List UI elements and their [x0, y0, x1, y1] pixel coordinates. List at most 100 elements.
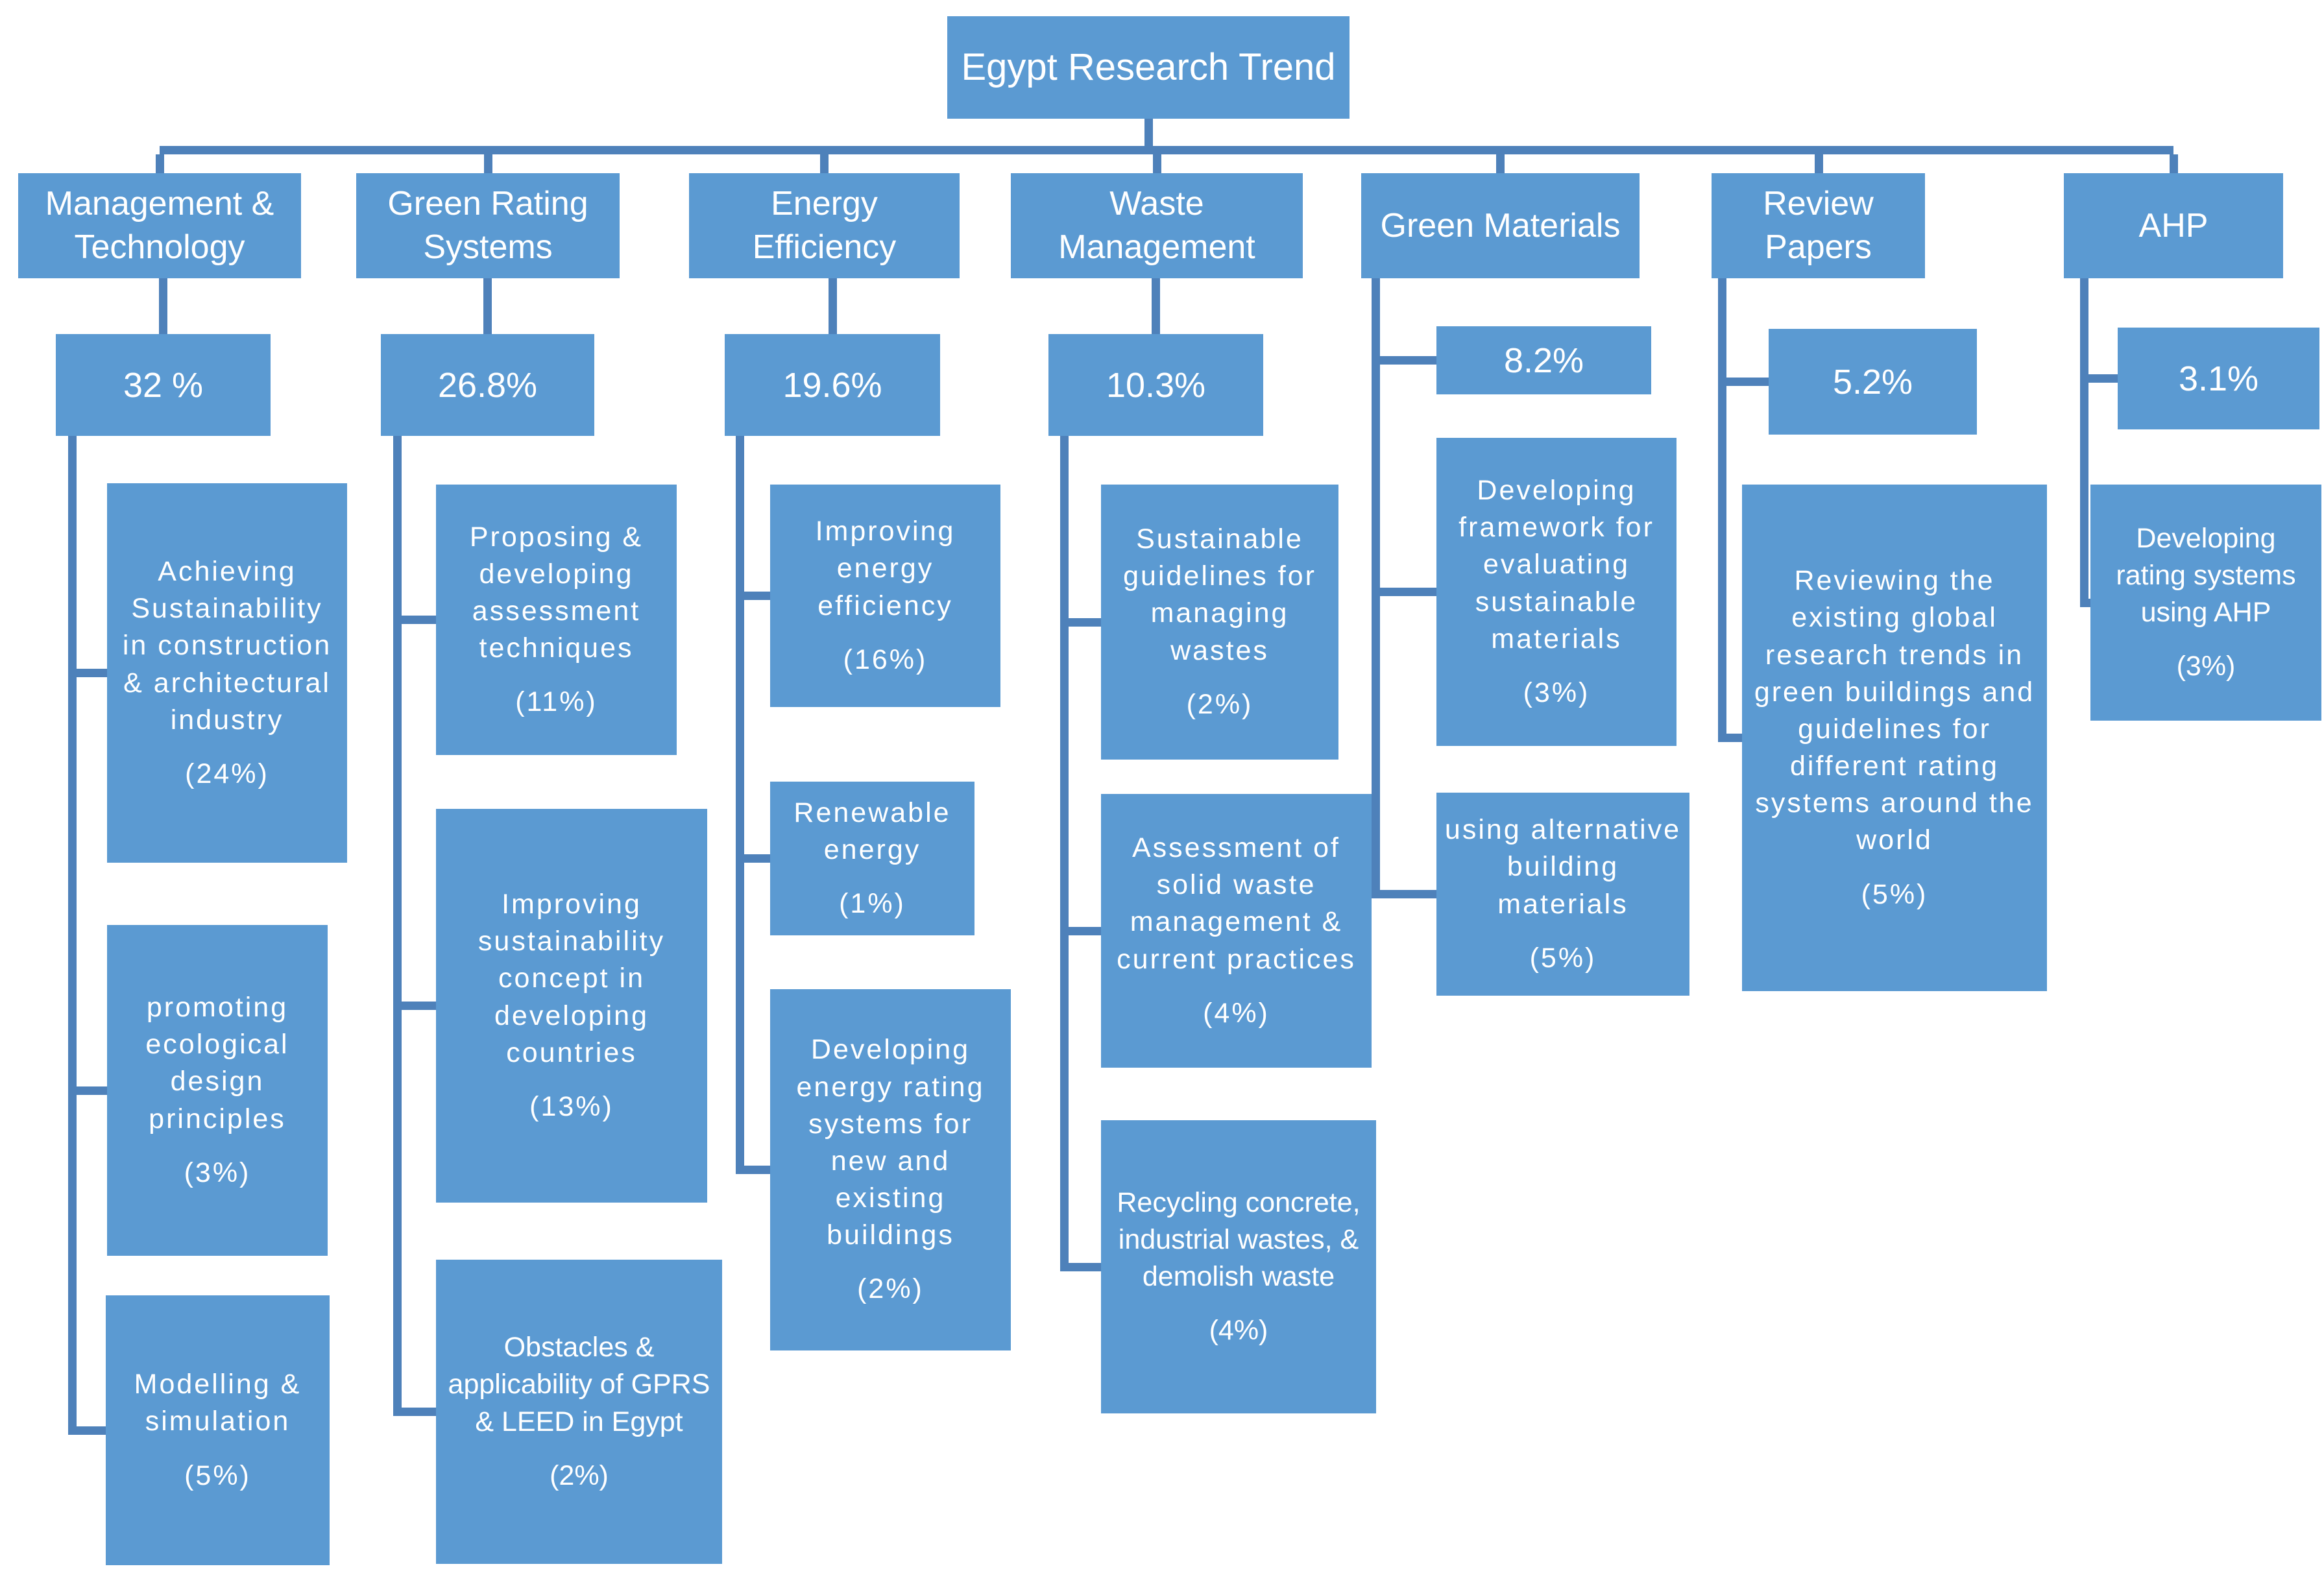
topic-text: Assessment of solid waste management & c… [1117, 832, 1356, 975]
topic-text: Obstacles & applicability of GPRS & LEED… [448, 1332, 710, 1437]
connector-title-stem [1144, 119, 1153, 146]
branch-share-energy-efficiency: 19.6% [725, 334, 940, 436]
branch-share-label: 5.2% [1832, 362, 1913, 402]
topic-achieving-sustainability: Achieving Sustainability in construction… [107, 483, 347, 863]
branch-share-label: 8.2% [1503, 341, 1584, 380]
connector-elbow [736, 854, 770, 863]
topic-pct: (2%) [1186, 688, 1253, 720]
connector-vertical-rail [736, 436, 744, 1173]
branch-ahp: AHP [2064, 173, 2283, 278]
connector-vertical-rail [2080, 278, 2088, 606]
connector-elbow [2080, 599, 2090, 607]
topic-alternative-building-materials: using alternative building materials (5%… [1436, 793, 1689, 996]
branch-energy-efficiency: Energy Efficiency [689, 173, 960, 278]
topic-pct: (11%) [515, 686, 598, 718]
connector-vertical-rail [1718, 278, 1726, 741]
root-title-label: Egypt Research Trend [961, 45, 1336, 88]
connector-branch-stem [484, 154, 492, 173]
connector-vertical-rail [393, 436, 402, 1415]
branch-share-label: 3.1% [2178, 359, 2259, 398]
branch-green-materials: Green Materials [1361, 173, 1640, 278]
connector-pct-stem [829, 278, 837, 334]
topic-text: Developing framework for evaluating sust… [1459, 474, 1654, 654]
branch-share-management-technology: 32 % [56, 334, 271, 436]
connector-pct-stem [483, 278, 492, 334]
topic-recycling-wastes: Recycling concrete, industrial wastes, &… [1101, 1120, 1376, 1413]
connector-elbow [68, 1426, 107, 1435]
topic-text: Improving energy efficiency [815, 516, 956, 621]
branch-share-label: 10.3% [1106, 365, 1206, 405]
branch-share-ahp: 3.1% [2118, 328, 2319, 429]
topic-text: Modelling & simulation [134, 1369, 302, 1437]
topic-pct: (1%) [839, 888, 906, 920]
connector-elbow [2080, 374, 2118, 383]
connector-branch-stem [820, 154, 829, 173]
topic-pct: (24%) [185, 758, 269, 789]
topic-text: promoting ecological design principles [145, 992, 289, 1134]
branch-management-technology: Management & Technology [18, 173, 301, 278]
branch-share-label: 32 % [123, 365, 204, 405]
branch-review-papers: Review Papers [1712, 173, 1925, 278]
topic-text: Recycling concrete, industrial wastes, &… [1117, 1186, 1361, 1292]
topic-ecological-design: promoting ecological design principles (… [107, 925, 328, 1256]
topic-pct: (3%) [184, 1157, 251, 1188]
connector-elbow [68, 1086, 107, 1095]
topic-pct: (5%) [184, 1459, 251, 1491]
topic-pct: (16%) [843, 643, 928, 675]
topic-text: Achieving Sustainability in construction… [122, 555, 332, 736]
topic-rating-systems-ahp: Developing rating systems using AHP (3%) [2090, 485, 2321, 721]
topic-gprs-leed-egypt: Obstacles & applicability of GPRS & LEED… [436, 1260, 722, 1564]
connector-branch-stem [1153, 154, 1161, 173]
connector-elbow [1060, 927, 1101, 935]
topic-text: Developing rating systems using AHP [2116, 522, 2296, 628]
branch-share-waste-management: 10.3% [1048, 334, 1263, 436]
connector-pct-stem [1152, 278, 1160, 334]
topic-text: Developing energy rating systems for new… [796, 1034, 985, 1251]
connector-branch-stem [2170, 154, 2178, 173]
connector-elbow [68, 669, 107, 677]
topic-reviewing-global-trends: Reviewing the existing global research t… [1742, 485, 2047, 991]
topic-pct: (4%) [1203, 997, 1270, 1029]
connector-pct-stem [159, 278, 167, 334]
connector-branch-stem [1496, 154, 1505, 173]
branch-label: Green Materials [1380, 206, 1621, 245]
topic-pct: (4%) [1209, 1315, 1268, 1347]
connector-vertical-rail [68, 436, 77, 1434]
branch-label: Management & Technology [45, 185, 274, 266]
topic-text: Reviewing the existing global research t… [1754, 565, 2035, 856]
topic-renewable-energy: Renewable energy (1%) [770, 782, 974, 935]
connector-elbow [736, 592, 770, 600]
connector-elbow [1372, 588, 1436, 596]
topic-assessment-techniques: Proposing & developing assessment techni… [436, 485, 677, 755]
connector-elbow [736, 1166, 770, 1174]
topic-sustainable-materials-framework: Developing framework for evaluating sust… [1436, 438, 1676, 746]
root-title-box: Egypt Research Trend [947, 16, 1350, 119]
connector-elbow [1372, 890, 1436, 898]
connector-elbow [1060, 1263, 1101, 1271]
branch-share-label: 26.8% [437, 365, 538, 405]
topic-pct: (2%) [857, 1273, 924, 1305]
branch-label: Energy Efficiency [752, 185, 897, 266]
topic-sustainable-guidelines-wastes: Sustainable guidelines for managing wast… [1101, 485, 1338, 760]
topic-pct: (3%) [1523, 677, 1590, 708]
topic-sustainability-developing-countries: Improving sustainability concept in deve… [436, 809, 707, 1203]
topic-improving-energy-efficiency: Improving energy efficiency (16%) [770, 485, 1000, 707]
connector-elbow [1372, 356, 1436, 365]
topic-text: Renewable energy [793, 797, 951, 865]
branch-waste-management: Waste Management [1011, 173, 1303, 278]
topic-pct: (2%) [550, 1459, 609, 1491]
topic-text: Sustainable guidelines for managing wast… [1123, 523, 1316, 666]
topic-pct: (5%) [1529, 942, 1597, 974]
topic-text: using alternative building materials [1444, 814, 1682, 920]
branch-label: AHP [2138, 206, 2209, 245]
connector-elbow [1060, 618, 1101, 627]
topic-text: Proposing & developing assessment techni… [469, 521, 644, 664]
topic-pct: (5%) [1861, 878, 1928, 910]
connector-elbow [393, 1408, 436, 1416]
branch-share-green-rating-systems: 26.8% [381, 334, 594, 436]
branch-label: Review Papers [1763, 185, 1874, 266]
connector-elbow [393, 616, 436, 624]
branch-share-review-papers: 5.2% [1769, 329, 1977, 435]
branch-share-label: 19.6% [782, 365, 882, 405]
